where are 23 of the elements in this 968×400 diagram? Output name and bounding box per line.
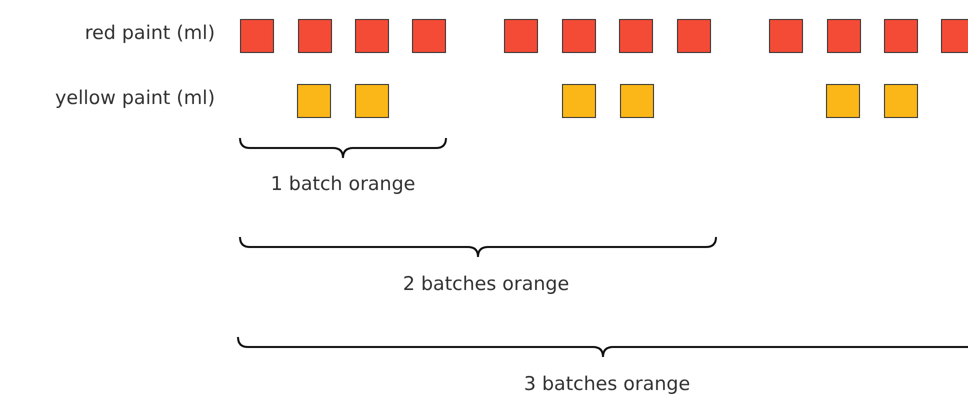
square-block <box>298 19 332 53</box>
square-block <box>619 19 653 53</box>
square-block <box>826 84 860 118</box>
square-block <box>941 19 968 53</box>
square-block <box>677 19 711 53</box>
square-block <box>884 84 918 118</box>
square-block <box>412 19 446 53</box>
square-block <box>620 84 654 118</box>
brace-label: 1 batch orange <box>270 172 416 196</box>
square-block <box>769 19 803 53</box>
square-block <box>562 19 596 53</box>
square-block <box>240 19 274 53</box>
square-block <box>884 19 918 53</box>
square-block <box>355 84 389 118</box>
brace-label: 2 batches orange <box>402 272 570 296</box>
square-block <box>297 84 331 118</box>
square-block <box>355 19 389 53</box>
square-block <box>504 19 538 53</box>
row-label: yellow paint (ml) <box>55 86 215 110</box>
square-block <box>827 19 861 53</box>
square-block <box>562 84 596 118</box>
row-label: red paint (ml) <box>84 21 215 45</box>
brace-label: 3 batches orange <box>524 372 690 396</box>
